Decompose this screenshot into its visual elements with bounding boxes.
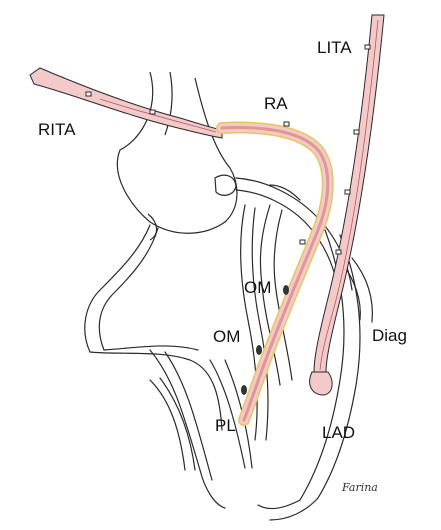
label-om-upper: OM bbox=[244, 278, 271, 297]
label-diag: Diag bbox=[372, 326, 407, 345]
lita-graft bbox=[309, 14, 385, 396]
om-lower-anastomosis bbox=[256, 345, 262, 355]
label-ra: RA bbox=[264, 94, 288, 113]
label-om-lower: OM bbox=[213, 327, 240, 346]
label-lad: LAD bbox=[322, 423, 355, 442]
rita-graft bbox=[29, 67, 223, 139]
label-lita: LITA bbox=[317, 38, 352, 57]
aortic-root bbox=[116, 71, 238, 241]
lad-anastomosis bbox=[309, 371, 333, 396]
coronary-vessels bbox=[84, 177, 373, 521]
label-pl: PL bbox=[215, 416, 236, 435]
graft-clips bbox=[85, 44, 371, 255]
artist-signature: Farina bbox=[341, 481, 378, 494]
om-upper-anastomosis bbox=[283, 285, 289, 295]
ra-graft bbox=[216, 121, 334, 426]
label-rita: RITA bbox=[38, 120, 76, 139]
pl-anastomosis bbox=[241, 385, 247, 395]
